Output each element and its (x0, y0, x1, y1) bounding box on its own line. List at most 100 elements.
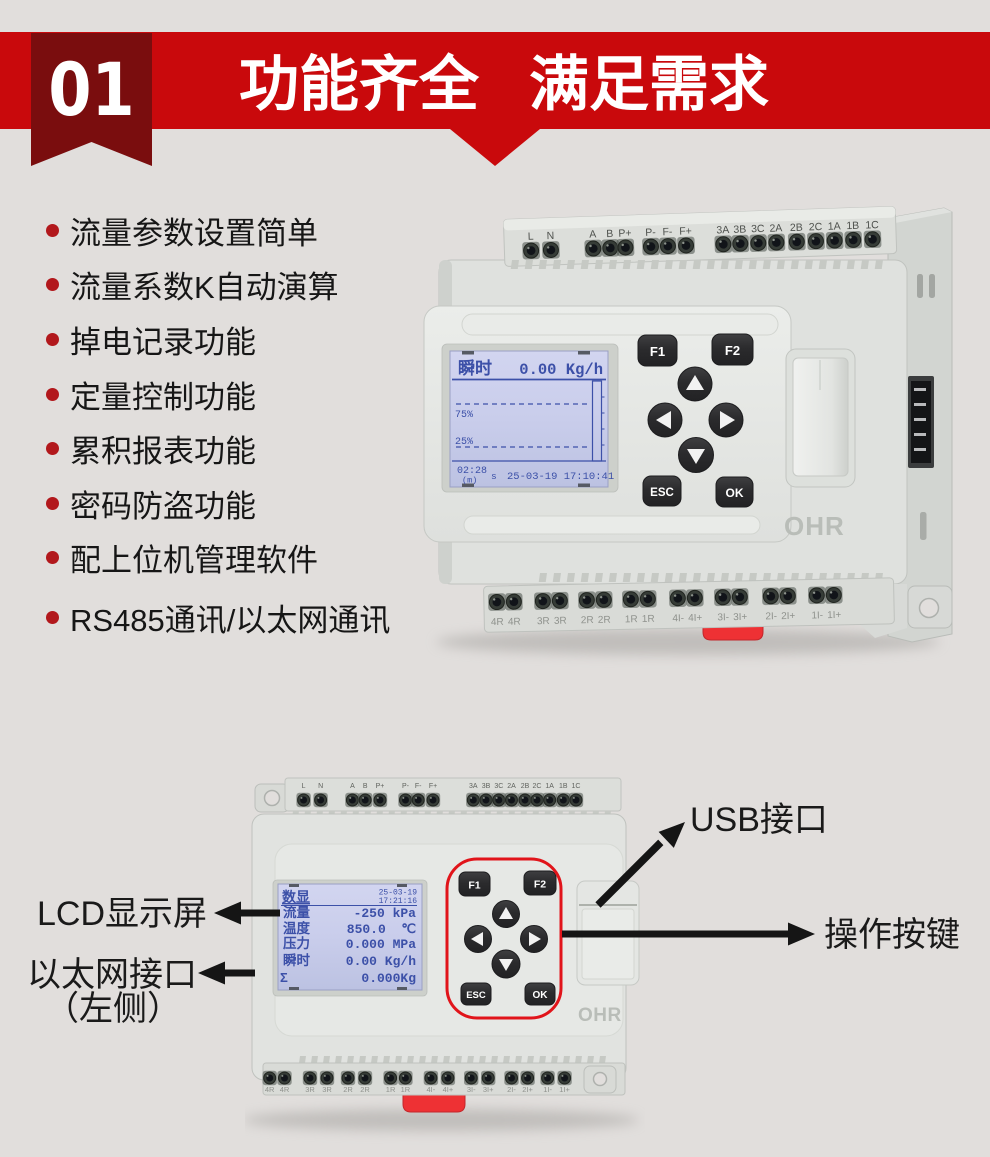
up-arrow-icon (499, 907, 513, 919)
screw-highlight (306, 1074, 309, 1077)
vent-slot (818, 260, 827, 269)
feature-text: 累积报表功能 (70, 434, 256, 470)
screw-highlight (444, 1074, 447, 1077)
terminal-label: F+ (429, 783, 437, 790)
screw-highlight (427, 1074, 430, 1077)
face-groove-bottom (463, 515, 761, 535)
vent-slot (395, 1056, 402, 1063)
screw-highlight (868, 235, 872, 238)
terminal-label: 4R (508, 617, 521, 628)
vent-slot (599, 1056, 606, 1063)
vent-slot (720, 573, 729, 582)
terminal-label: B (606, 228, 613, 240)
bullet-icon (46, 496, 59, 510)
screw-highlight (508, 796, 511, 799)
key-ok-label: OK (726, 486, 744, 500)
lcd-datetime: 25-03-19 17:10:41 (507, 471, 614, 483)
vent-slot (538, 260, 547, 269)
terminal-label: 1R (625, 614, 638, 625)
lcd-row-value: 0.00 Kg/h (346, 954, 416, 969)
vent-slot (608, 573, 617, 582)
vent-slot (347, 1056, 354, 1063)
vent-slot (323, 1056, 330, 1063)
screw-highlight (317, 796, 320, 799)
vent-slot (650, 573, 659, 582)
vent-slot (563, 1056, 570, 1063)
screw-highlight (402, 796, 405, 799)
vent-slot (580, 573, 589, 582)
bullet-icon (46, 387, 59, 401)
screw-highlight (690, 594, 694, 597)
terminal-label: 1A (828, 220, 841, 232)
key-f1-label: F1 (650, 344, 665, 359)
terminal-label: 2I- (765, 611, 777, 622)
screw-highlight (482, 796, 485, 799)
terminal-label: 3B (733, 223, 746, 235)
lcd-screen-main: 瞬时 0.00 Kg/h 75% 25% 02:28 (m) s 25-03-1… (441, 343, 619, 493)
feature-item: 定量控制功能 (46, 367, 390, 422)
screw-highlight (766, 592, 770, 595)
vent-slot (734, 260, 743, 269)
terminal-label: 3I- (467, 1085, 476, 1094)
vent-slot (832, 260, 841, 269)
feature-text: 流量系数K自动演算 (70, 270, 339, 306)
terminal-label: 2I+ (781, 611, 796, 622)
chapter-number: 01 (48, 46, 135, 133)
terminal-label: F+ (679, 225, 692, 237)
terminal-label: P+ (618, 227, 632, 239)
terminal-label: 4R (265, 1085, 275, 1094)
bullet-icon (46, 610, 59, 624)
vent-slot (407, 1056, 414, 1063)
screw-highlight (349, 796, 352, 799)
key-f2-label: F2 (534, 879, 546, 891)
screw-highlight (362, 796, 365, 799)
vent-slot (431, 1056, 438, 1063)
screw-highlight (812, 237, 815, 240)
screw-highlight (361, 1074, 364, 1077)
screw-highlight (719, 240, 722, 243)
terminal-label: 2R (343, 1085, 353, 1094)
screw-highlight (492, 598, 496, 601)
vent-slot (650, 260, 659, 269)
screw-highlight (718, 593, 722, 596)
feature-item: RS485通讯/以太网通讯 (46, 590, 390, 645)
bullet-icon (46, 332, 59, 346)
vent-slot (335, 1056, 342, 1063)
banner-notch (450, 129, 540, 166)
key-f2 (523, 870, 557, 896)
terminal-label: A (589, 228, 596, 240)
terminal-label: 1C (572, 783, 581, 790)
terminal-label: 1I- (543, 1085, 552, 1094)
screw-highlight (606, 244, 609, 247)
vent-slot (622, 260, 631, 269)
mounting-ear-bottom (583, 1065, 617, 1094)
terminal-label: 1C (865, 219, 879, 231)
terminal-label: 3C (751, 223, 765, 235)
terminal-label: 3C (494, 783, 503, 790)
device-main-svg: L N A B P+ P- F- F+ 3A 3B 3C 2A 2B 2C 1A… (423, 206, 953, 655)
feature-item: 密码防盗功能 (46, 476, 390, 531)
lcd-row-value: -250 kPa (354, 906, 417, 921)
vent-slot (734, 573, 743, 582)
terminal-label: 2C (533, 783, 542, 790)
screw-highlight (682, 241, 685, 245)
terminal-label: 3R (322, 1085, 332, 1094)
vent-slot (748, 260, 757, 269)
lcd-row-label: 温度 (283, 920, 310, 936)
terminal-label: 1R (401, 1085, 411, 1094)
terminal-label: P- (645, 226, 656, 238)
terminal-label: 3R (305, 1085, 315, 1094)
lcd-title: 数显 (282, 889, 310, 905)
right-arrow-icon (720, 411, 735, 429)
screw-highlight (402, 1074, 405, 1077)
bottom-vents (299, 1056, 606, 1063)
brand-logo-front: OHR (578, 1005, 622, 1026)
keypad-main: F1 F2 ESC OK (637, 333, 754, 508)
terminal-label: 1I+ (827, 610, 842, 621)
terminal-label: 2R (581, 615, 594, 626)
vent-slot (860, 260, 869, 269)
terminal-label: 4R (280, 1085, 290, 1094)
feature-text: 定量控制功能 (70, 379, 256, 415)
side-connector (911, 381, 931, 463)
keypad-front: F1 F2 ESC OK (458, 870, 557, 1006)
